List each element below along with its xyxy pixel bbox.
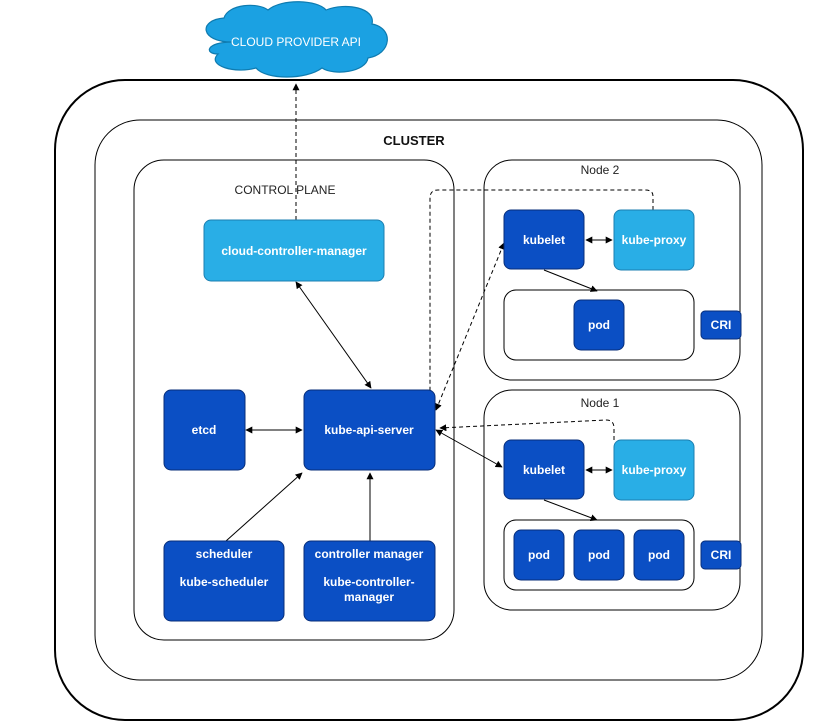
- controller-manager-label: controller manager: [315, 547, 424, 561]
- node1-kube-proxy-label: kube-proxy: [622, 463, 687, 477]
- kube-controller-manager-label-2: manager: [344, 590, 394, 604]
- connector-scheduler-api: [225, 472, 303, 542]
- cloud-controller-manager-label: cloud-controller-manager: [221, 244, 367, 258]
- controller-manager-box[interactable]: controller manager kube-controller- mana…: [303, 540, 436, 622]
- node1-pod-box-3[interactable]: pod: [633, 529, 685, 581]
- node1-pod-box-2[interactable]: pod: [573, 529, 625, 581]
- node1-kubelet-box[interactable]: kubelet: [503, 439, 585, 500]
- etcd-label: etcd: [192, 423, 217, 437]
- kube-api-server-label: kube-api-server: [324, 423, 414, 437]
- node1-pod-label-2: pod: [588, 548, 610, 562]
- dashed-proxy1-api: [439, 419, 615, 440]
- connector-kubelet1-pods: [543, 499, 598, 522]
- etcd-box[interactable]: etcd: [163, 389, 246, 471]
- node2-cri-label: CRI: [711, 318, 732, 332]
- kube-api-server-box[interactable]: kube-api-server: [303, 389, 436, 471]
- node1-cri-box[interactable]: CRI: [700, 540, 742, 570]
- node2-kube-proxy-label: kube-proxy: [622, 233, 687, 247]
- scheduler-box[interactable]: scheduler kube-scheduler: [163, 540, 285, 622]
- connector-api-kubelet1: [435, 429, 503, 468]
- node2-cri-box[interactable]: CRI: [700, 310, 742, 340]
- cloud-shape: [205, 1, 388, 78]
- cloud-controller-manager-box[interactable]: cloud-controller-manager: [203, 219, 385, 282]
- node1-frame: [483, 389, 741, 611]
- node1-cri-label: CRI: [711, 548, 732, 562]
- node1-kube-proxy-box[interactable]: kube-proxy: [613, 439, 695, 501]
- node1-pod-label-3: pod: [648, 548, 670, 562]
- cluster-inner-frame: [94, 119, 763, 681]
- dashed-proxy2-api: [426, 189, 654, 409]
- node2-kubelet-label: kubelet: [523, 233, 565, 247]
- node1-pod-container: [503, 519, 695, 591]
- cloud-provider-api: CLOUD PROVIDER API: [205, 1, 388, 78]
- node1-kubelet-label: kubelet: [523, 463, 565, 477]
- cluster-label: CLUSTER: [383, 133, 445, 148]
- node2-kube-proxy-box[interactable]: kube-proxy: [613, 209, 695, 271]
- node1-pod-box-1[interactable]: pod: [513, 529, 565, 581]
- node2-pod-box[interactable]: pod: [573, 299, 625, 351]
- kube-scheduler-label: kube-scheduler: [180, 575, 269, 589]
- dashed-api-kubelet2: [435, 242, 505, 411]
- cloud-label: CLOUD PROVIDER API: [231, 35, 361, 49]
- kube-controller-manager-label-1: kube-controller-: [323, 575, 414, 589]
- node1-label: Node 1: [581, 396, 620, 410]
- connector-kubelet2-pods: [543, 269, 598, 292]
- node2-label: Node 2: [581, 163, 620, 177]
- connector-ccm-api: [295, 281, 372, 389]
- node1-pod-label-1: pod: [528, 548, 550, 562]
- control-plane-label: CONTROL PLANE: [235, 183, 336, 197]
- scheduler-label: scheduler: [196, 547, 253, 561]
- node2-pod-label: pod: [588, 318, 610, 332]
- node2-kubelet-box[interactable]: kubelet: [503, 209, 585, 270]
